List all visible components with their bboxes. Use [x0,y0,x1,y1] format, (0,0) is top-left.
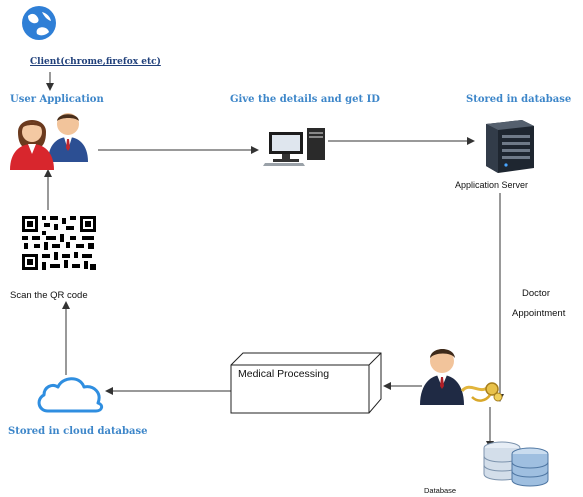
stored-in-cloud-label: Stored in cloud database [8,426,148,437]
database-icon [483,441,549,487]
appointment-label: Appointment [512,308,566,319]
stored-in-database-label: Stored in database [466,94,572,105]
give-details-label: Give the details and get ID [230,94,380,105]
client-label: Client(chrome,firefox etc) [30,57,161,67]
medical-processing-label: Medical Processing [238,368,330,380]
database-label: Database [424,486,457,495]
application-server-label: Application Server [455,180,529,190]
doctor-label: Doctor [522,288,550,299]
medical-processing-box [230,352,382,414]
computer-icon [263,128,325,166]
users-icon [10,113,88,170]
server-icon [486,120,534,173]
doctor-icon [420,349,503,405]
scan-qr-label: Scan the QR code [10,290,88,301]
user-application-label: User Application [10,94,104,105]
qr-code-icon [20,214,98,272]
globe-icon [22,6,56,40]
cloud-icon [37,377,104,413]
